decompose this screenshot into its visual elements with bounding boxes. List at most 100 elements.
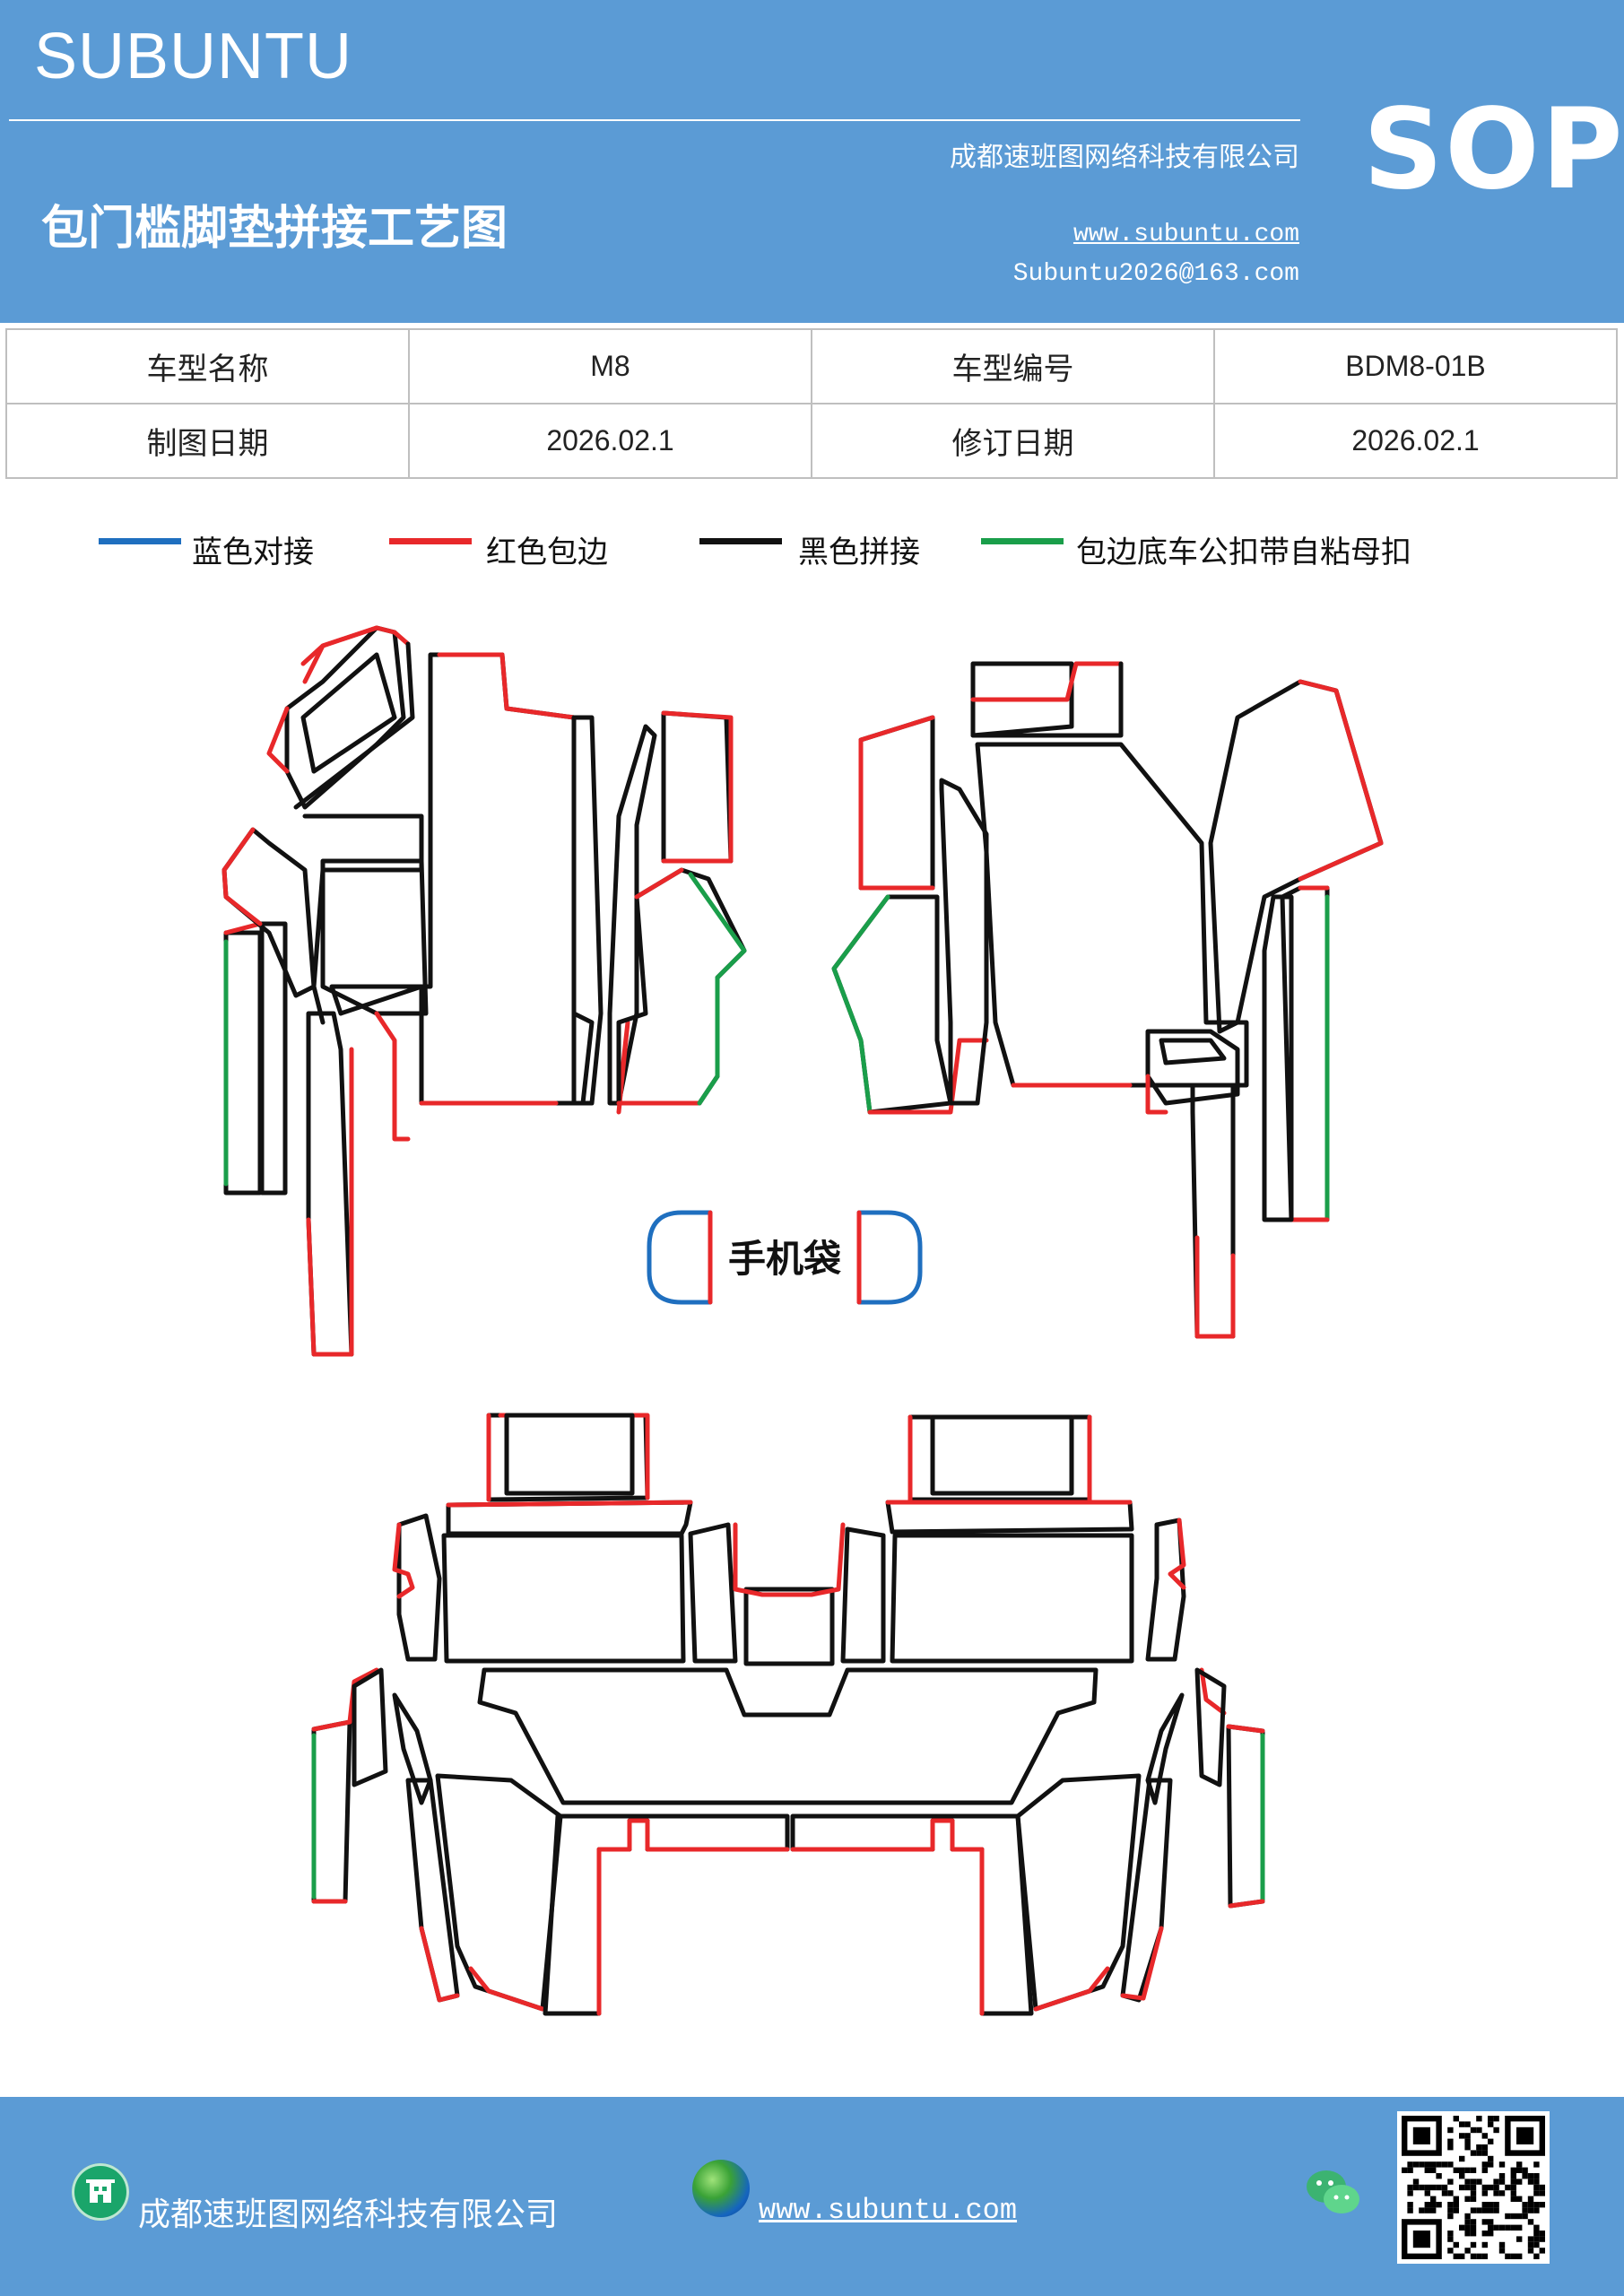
qr-module: [1481, 2202, 1488, 2208]
qr-module: [1516, 2196, 1523, 2202]
line-legend: 蓝色对接 红色包边 黑色拼接 包边底车公扣带自粘母扣: [0, 522, 1624, 576]
qr-module: [1447, 2161, 1454, 2168]
right-small-foot-red: [1145, 1074, 1168, 1115]
header-email[interactable]: Subuntu2026@163.com: [1012, 260, 1299, 288]
qr-module: [1419, 2207, 1425, 2213]
qr-module: [1447, 2190, 1454, 2196]
rear-right-side-piece: [1194, 1667, 1227, 1787]
left-tall-piece: [571, 715, 604, 1106]
qr-module: [1464, 2219, 1471, 2225]
qr-finder: [1412, 2231, 1430, 2248]
legend-label: 包边底车公扣带自粘母扣: [1076, 535, 1411, 570]
qr-module: [1488, 2184, 1494, 2191]
qr-module: [1470, 2231, 1477, 2237]
qr-module: [1510, 2167, 1516, 2173]
qr-module: [1453, 2202, 1459, 2208]
qr-module: [1481, 2219, 1488, 2225]
qr-module: [1453, 2253, 1459, 2259]
rear-right-top-piece: [908, 1414, 1092, 1502]
legend-swatch-black: [699, 538, 782, 544]
qr-module: [1533, 2253, 1540, 2259]
upper-right-small-red: [970, 661, 1124, 702]
qr-module: [1516, 2253, 1523, 2259]
upper-left-frame: [300, 652, 397, 774]
table-row: 车型名称 M8 车型编号 BDM8-01B: [5, 328, 1618, 404]
upper-left-piece: [284, 625, 406, 810]
qr-module: [1510, 2224, 1516, 2231]
front-right-mat-pieces: [831, 661, 1384, 1339]
qr-module: [1436, 2161, 1442, 2168]
page-title: 包门槛脚垫拼接工艺图: [41, 202, 508, 256]
qr-module: [1533, 2207, 1540, 2213]
qr-module: [1430, 2196, 1437, 2202]
qr-module: [1470, 2253, 1477, 2259]
qr-module: [1510, 2213, 1516, 2220]
qr-module: [1464, 2248, 1471, 2254]
qr-module: [1447, 2179, 1454, 2185]
qr-module: [1430, 2202, 1437, 2208]
qr-module: [1498, 2248, 1506, 2254]
qr-module: [1488, 2116, 1494, 2122]
qr-module: [1436, 2173, 1442, 2179]
floor-mat-diagram: 手机袋: [221, 625, 1384, 2016]
qr-module: [1470, 2219, 1477, 2225]
qr-module: [1419, 2184, 1425, 2191]
qr-module: [1430, 2184, 1437, 2191]
wechat-icon[interactable]: [1304, 2165, 1363, 2221]
pocket-left-blue: [647, 1210, 713, 1305]
qr-module: [1510, 2179, 1516, 2185]
qr-module: [1488, 2155, 1494, 2162]
qr-module: [1436, 2184, 1442, 2191]
qr-module: [1522, 2202, 1528, 2208]
right-side-piece: [858, 715, 935, 891]
qr-module: [1424, 2207, 1430, 2213]
qr-module: [1424, 2202, 1430, 2208]
qr-module: [1459, 2121, 1465, 2127]
qr-module: [1470, 2241, 1477, 2248]
footer-website-link[interactable]: www.subuntu.com: [759, 2194, 1018, 2227]
qr-module: [1424, 2190, 1430, 2196]
rear-left-long-strip-red: [419, 1926, 460, 2003]
qr-module: [1476, 2126, 1482, 2134]
qr-module: [1470, 2190, 1477, 2196]
qr-module: [1453, 2207, 1459, 2213]
qr-module: [1522, 2207, 1528, 2213]
label-model-name: 车型名称: [5, 328, 410, 404]
qr-module: [1464, 2196, 1471, 2202]
rear-center-tunnel-red: [733, 1522, 846, 1597]
qr-module: [1533, 2190, 1540, 2196]
qr-module: [1481, 2144, 1488, 2151]
qr-module: [1498, 2241, 1506, 2248]
qr-module: [1419, 2161, 1425, 2168]
rear-center-tunnel: [743, 1587, 835, 1666]
qr-module: [1488, 2121, 1494, 2127]
qr-module: [1476, 2116, 1482, 2122]
right-long-strip-red: [1194, 1235, 1236, 1339]
qr-code[interactable]: [1397, 2111, 1550, 2264]
qr-module: [1464, 2144, 1471, 2151]
rear-right-outer-red: [1199, 1667, 1265, 1909]
qr-module: [1539, 2248, 1545, 2254]
upper-right-black: [970, 661, 1124, 738]
left-inner-strip: [259, 921, 288, 1196]
value-drawing-date: 2026.02.1: [408, 403, 812, 479]
qr-module: [1493, 2190, 1499, 2196]
qr-module: [1527, 2202, 1534, 2208]
qr-module: [1436, 2202, 1442, 2208]
qr-module: [1481, 2253, 1488, 2259]
qr-module: [1505, 2213, 1511, 2220]
center-left-tall-piece: [607, 724, 657, 1106]
qr-module: [1493, 2202, 1499, 2208]
header-website-link[interactable]: www.subuntu.com: [1073, 221, 1299, 248]
globe-icon: [692, 2160, 750, 2217]
qr-module: [1533, 2202, 1540, 2208]
rear-left-mid-strip: [688, 1522, 738, 1664]
qr-module: [1498, 2161, 1506, 2168]
qr-module: [1470, 2224, 1477, 2231]
rear-right-wing: [1015, 1773, 1142, 2012]
legend-label: 红色包边: [486, 535, 608, 570]
rear-right-long-strip-red: [1120, 1926, 1164, 2001]
rear-left-seat-base: [446, 1500, 693, 1536]
qr-module: [1470, 2126, 1477, 2134]
qr-module: [1516, 2179, 1523, 2185]
